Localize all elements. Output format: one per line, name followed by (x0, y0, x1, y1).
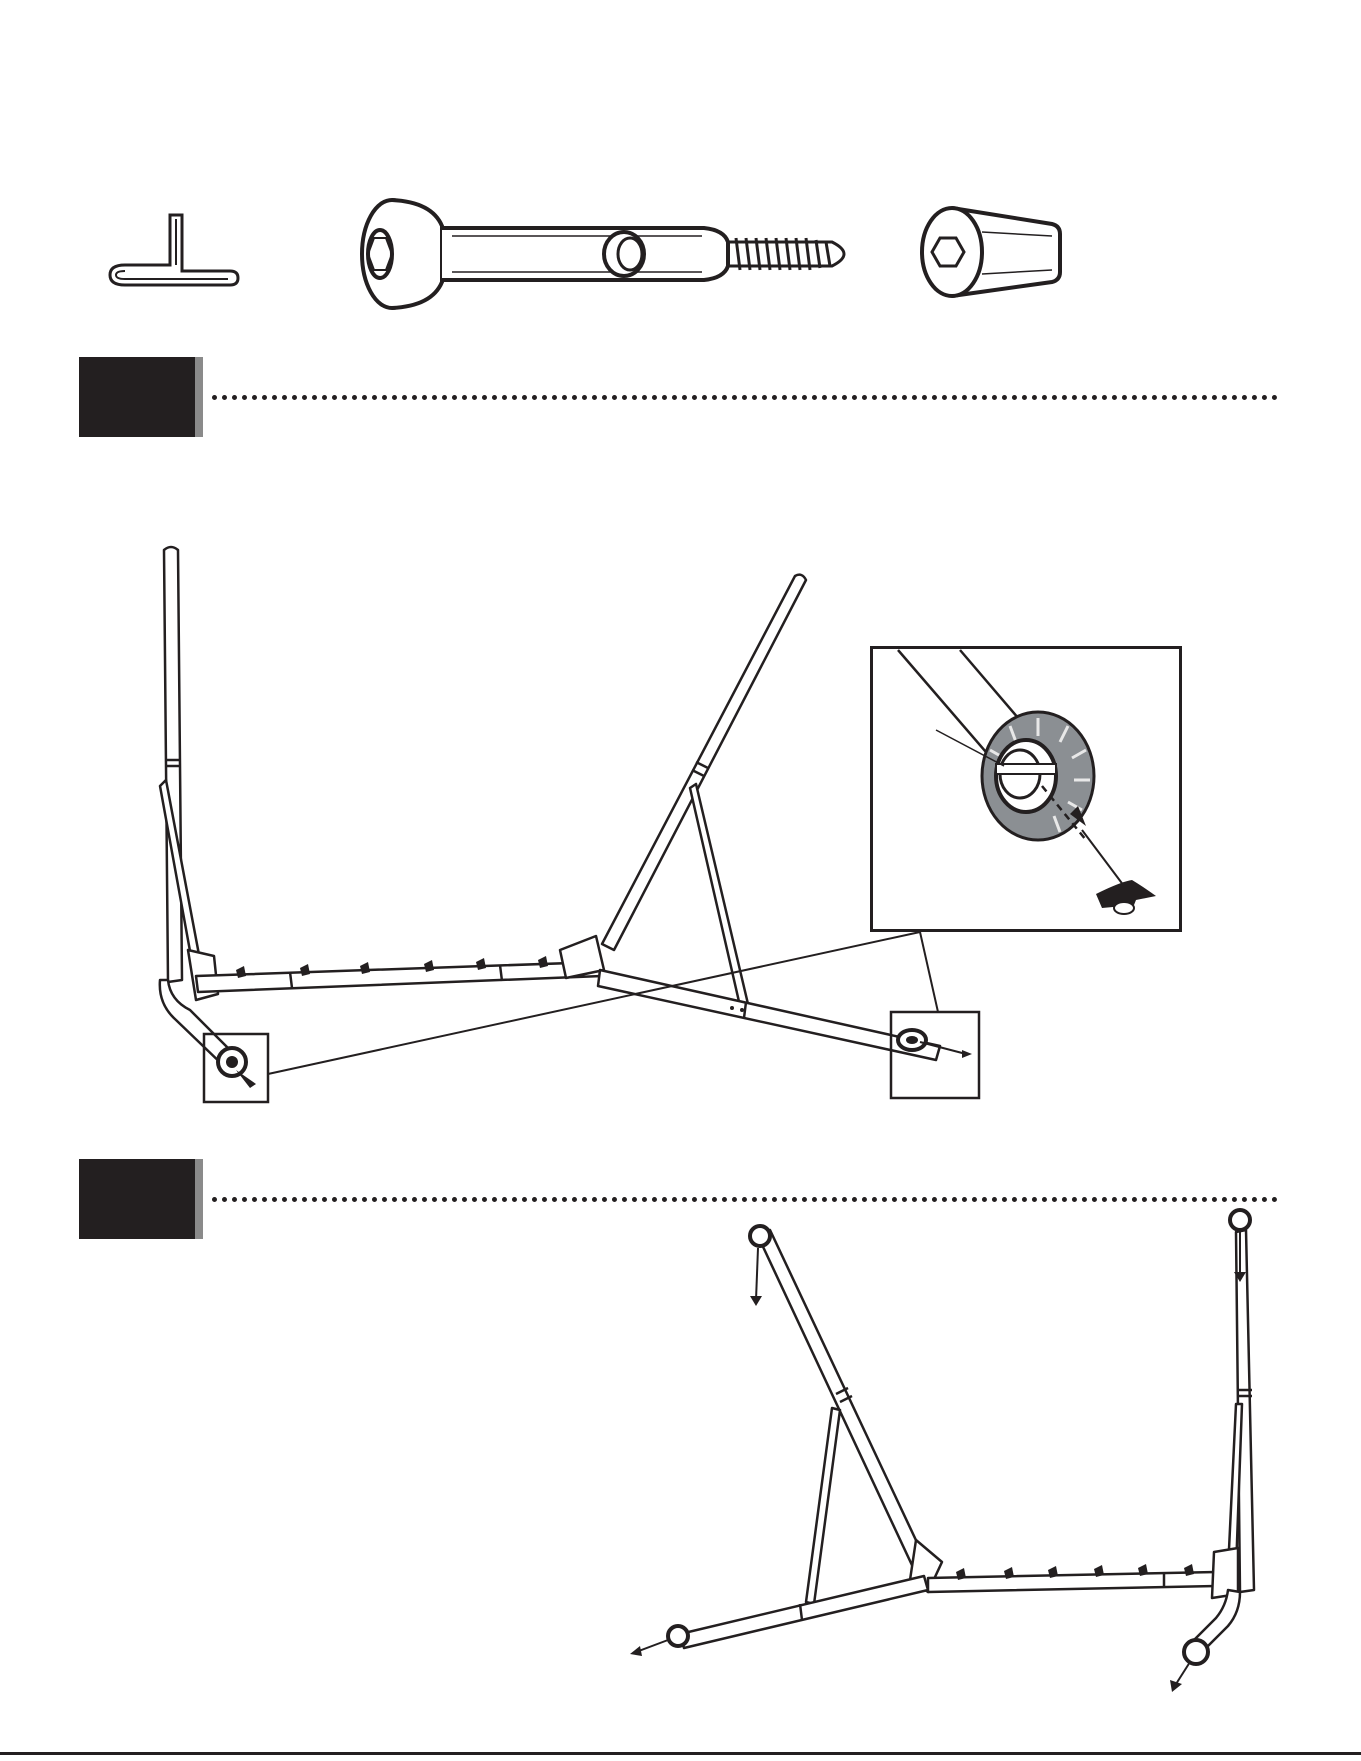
footer-rule (0, 1752, 1361, 1755)
